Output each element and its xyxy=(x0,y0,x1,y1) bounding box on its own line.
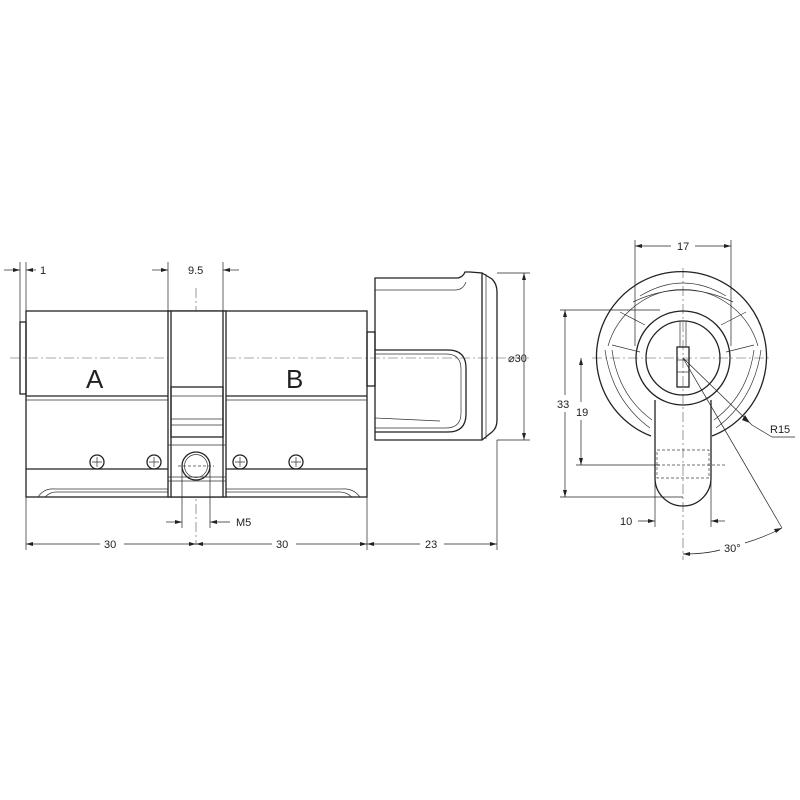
dim-cam-label: 9.5 xyxy=(188,265,203,277)
dim-tab-width-label: 10 xyxy=(620,516,632,528)
dim-b-length-label: 30 xyxy=(276,539,288,551)
dim-height-center-label: 19 xyxy=(576,407,588,419)
dim-height-total-label: 33 xyxy=(557,399,569,411)
dim-a-length-label: 30 xyxy=(104,539,116,551)
cylinder-side-view xyxy=(10,271,530,545)
side-view-dimensions xyxy=(4,262,530,550)
side-b-label: B xyxy=(286,364,303,394)
end-view-dimensions xyxy=(560,240,795,556)
dim-angle-label: 30° xyxy=(724,543,741,555)
dim-width-top-label: 17 xyxy=(677,241,689,253)
dim-thread-label: M5 xyxy=(236,517,251,529)
dim-radius-label: R15 xyxy=(770,424,790,436)
dim-flange-label: 1 xyxy=(40,265,46,277)
side-a-label: A xyxy=(86,364,104,394)
knob-end-view xyxy=(592,268,772,560)
dim-knob-diameter-label: ⌀30 xyxy=(508,353,527,365)
pin-holes xyxy=(89,454,304,470)
dim-knob-length-label: 23 xyxy=(425,539,437,551)
